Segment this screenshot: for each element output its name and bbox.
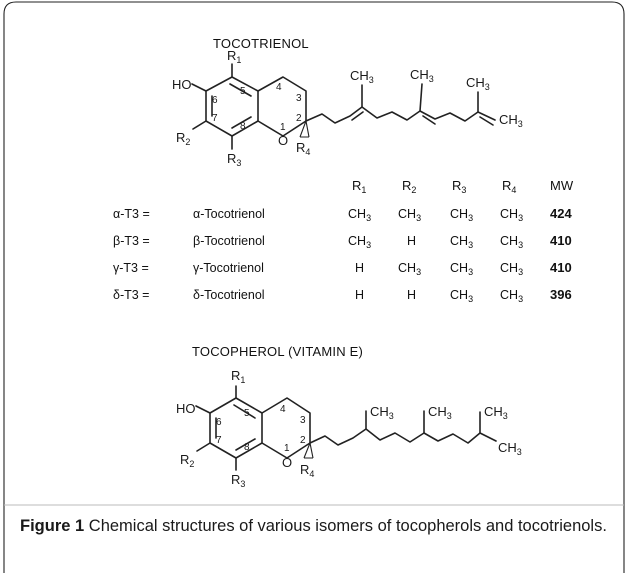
svg-text:R3: R3 (231, 472, 245, 489)
svg-text:δ-T3 =: δ-T3 = (113, 288, 149, 302)
svg-text:5: 5 (240, 86, 246, 97)
svg-text:CH3: CH3 (500, 288, 523, 304)
figure-caption: Figure 1 Chemical structures of various … (20, 515, 612, 537)
svg-text:7: 7 (212, 113, 218, 124)
svg-text:6: 6 (216, 417, 222, 428)
svg-text:CH3: CH3 (370, 404, 394, 421)
svg-text:δ-Tocotrienol: δ-Tocotrienol (193, 288, 265, 302)
svg-text:6: 6 (212, 95, 218, 106)
svg-text:H: H (355, 288, 364, 302)
svg-text:CH3: CH3 (398, 261, 421, 277)
svg-text:2: 2 (300, 435, 306, 446)
svg-text:CH3: CH3 (484, 404, 508, 421)
svg-text:O: O (282, 455, 292, 470)
svg-text:CH3: CH3 (450, 207, 473, 223)
svg-text:γ-T3 =: γ-T3 = (113, 261, 149, 275)
panel-border-top (3, 1, 625, 573)
svg-text:HO: HO (172, 77, 192, 92)
table-row: α-T3 = α-Tocotrienol CH3 CH3 CH3 CH3 424 (113, 206, 572, 223)
header-r2: R2 (402, 178, 416, 195)
tocopherol-structure: HO R1 R2 R3 R4 O 1 2 3 4 5 6 7 8 CH3 CH3… (176, 368, 522, 489)
svg-text:CH3: CH3 (500, 207, 523, 223)
table-row: β-T3 = β-Tocotrienol CH3 H CH3 CH3 410 (113, 233, 572, 250)
svg-text:CH3: CH3 (350, 68, 374, 85)
svg-text:R1: R1 (227, 48, 241, 65)
svg-text:7: 7 (216, 435, 222, 446)
svg-text:R3: R3 (227, 151, 241, 168)
isomer-table: R1 R2 R3 R4 MW α-T3 = α-Tocotrienol CH3 … (113, 178, 574, 304)
svg-text:O: O (278, 133, 288, 148)
svg-text:CH3: CH3 (498, 440, 522, 457)
svg-text:424: 424 (550, 206, 572, 221)
svg-text:8: 8 (244, 442, 250, 453)
svg-text:CH3: CH3 (428, 404, 452, 421)
figure-label: Figure 1 (20, 517, 85, 535)
svg-text:4: 4 (276, 82, 282, 93)
svg-text:R2: R2 (180, 452, 194, 469)
svg-text:R2: R2 (176, 130, 190, 147)
svg-text:CH3: CH3 (410, 67, 434, 84)
svg-text:CH3: CH3 (500, 261, 523, 277)
svg-text:1: 1 (284, 443, 290, 454)
svg-text:α-Tocotrienol: α-Tocotrienol (193, 207, 265, 221)
svg-text:H: H (355, 261, 364, 275)
svg-text:4: 4 (280, 404, 286, 415)
caption-text: Chemical structures of various isomers o… (88, 517, 603, 535)
svg-text:2: 2 (296, 113, 302, 124)
svg-text:CH3: CH3 (348, 207, 371, 223)
svg-text:5: 5 (244, 408, 250, 419)
svg-text:CH3: CH3 (398, 207, 421, 223)
caption-end: . (602, 517, 607, 535)
title-tocotrienol: TOCOTRIENOL (213, 36, 309, 51)
svg-text:CH3: CH3 (466, 75, 490, 92)
svg-text:3: 3 (296, 93, 302, 104)
svg-text:CH3: CH3 (450, 261, 473, 277)
tocotrienol-structure: HO R1 R2 R3 R4 O 1 2 3 4 5 6 7 8 CH3 CH3… (172, 48, 523, 168)
svg-text:396: 396 (550, 287, 572, 302)
svg-text:CH3: CH3 (450, 288, 473, 304)
svg-text:β-T3 =: β-T3 = (113, 234, 150, 248)
svg-text:γ-Tocotrienol: γ-Tocotrienol (193, 261, 264, 275)
title-tocopherol: TOCOPHEROL (VITAMIN E) (192, 344, 363, 359)
svg-text:HO: HO (176, 401, 196, 416)
svg-text:8: 8 (240, 121, 246, 132)
svg-text:R4: R4 (296, 140, 310, 157)
svg-text:α-T3 =: α-T3 = (113, 207, 150, 221)
svg-text:R1: R1 (231, 368, 245, 385)
svg-text:β-Tocotrienol: β-Tocotrienol (193, 234, 265, 248)
svg-text:CH3: CH3 (500, 234, 523, 250)
header-r3: R3 (452, 178, 466, 195)
svg-text:CH3: CH3 (499, 112, 523, 129)
svg-text:3: 3 (300, 415, 306, 426)
table-row: γ-T3 = γ-Tocotrienol H CH3 CH3 CH3 410 (113, 260, 572, 277)
svg-text:410: 410 (550, 233, 572, 248)
svg-text:H: H (407, 234, 416, 248)
header-r1: R1 (352, 178, 366, 195)
header-mw: MW (550, 178, 574, 193)
svg-text:CH3: CH3 (348, 234, 371, 250)
svg-text:CH3: CH3 (450, 234, 473, 250)
svg-text:410: 410 (550, 260, 572, 275)
svg-text:H: H (407, 288, 416, 302)
svg-text:1: 1 (280, 122, 286, 133)
svg-text:R4: R4 (300, 462, 314, 479)
header-r4: R4 (502, 178, 516, 195)
table-row: δ-T3 = δ-Tocotrienol H H CH3 CH3 396 (113, 287, 572, 304)
